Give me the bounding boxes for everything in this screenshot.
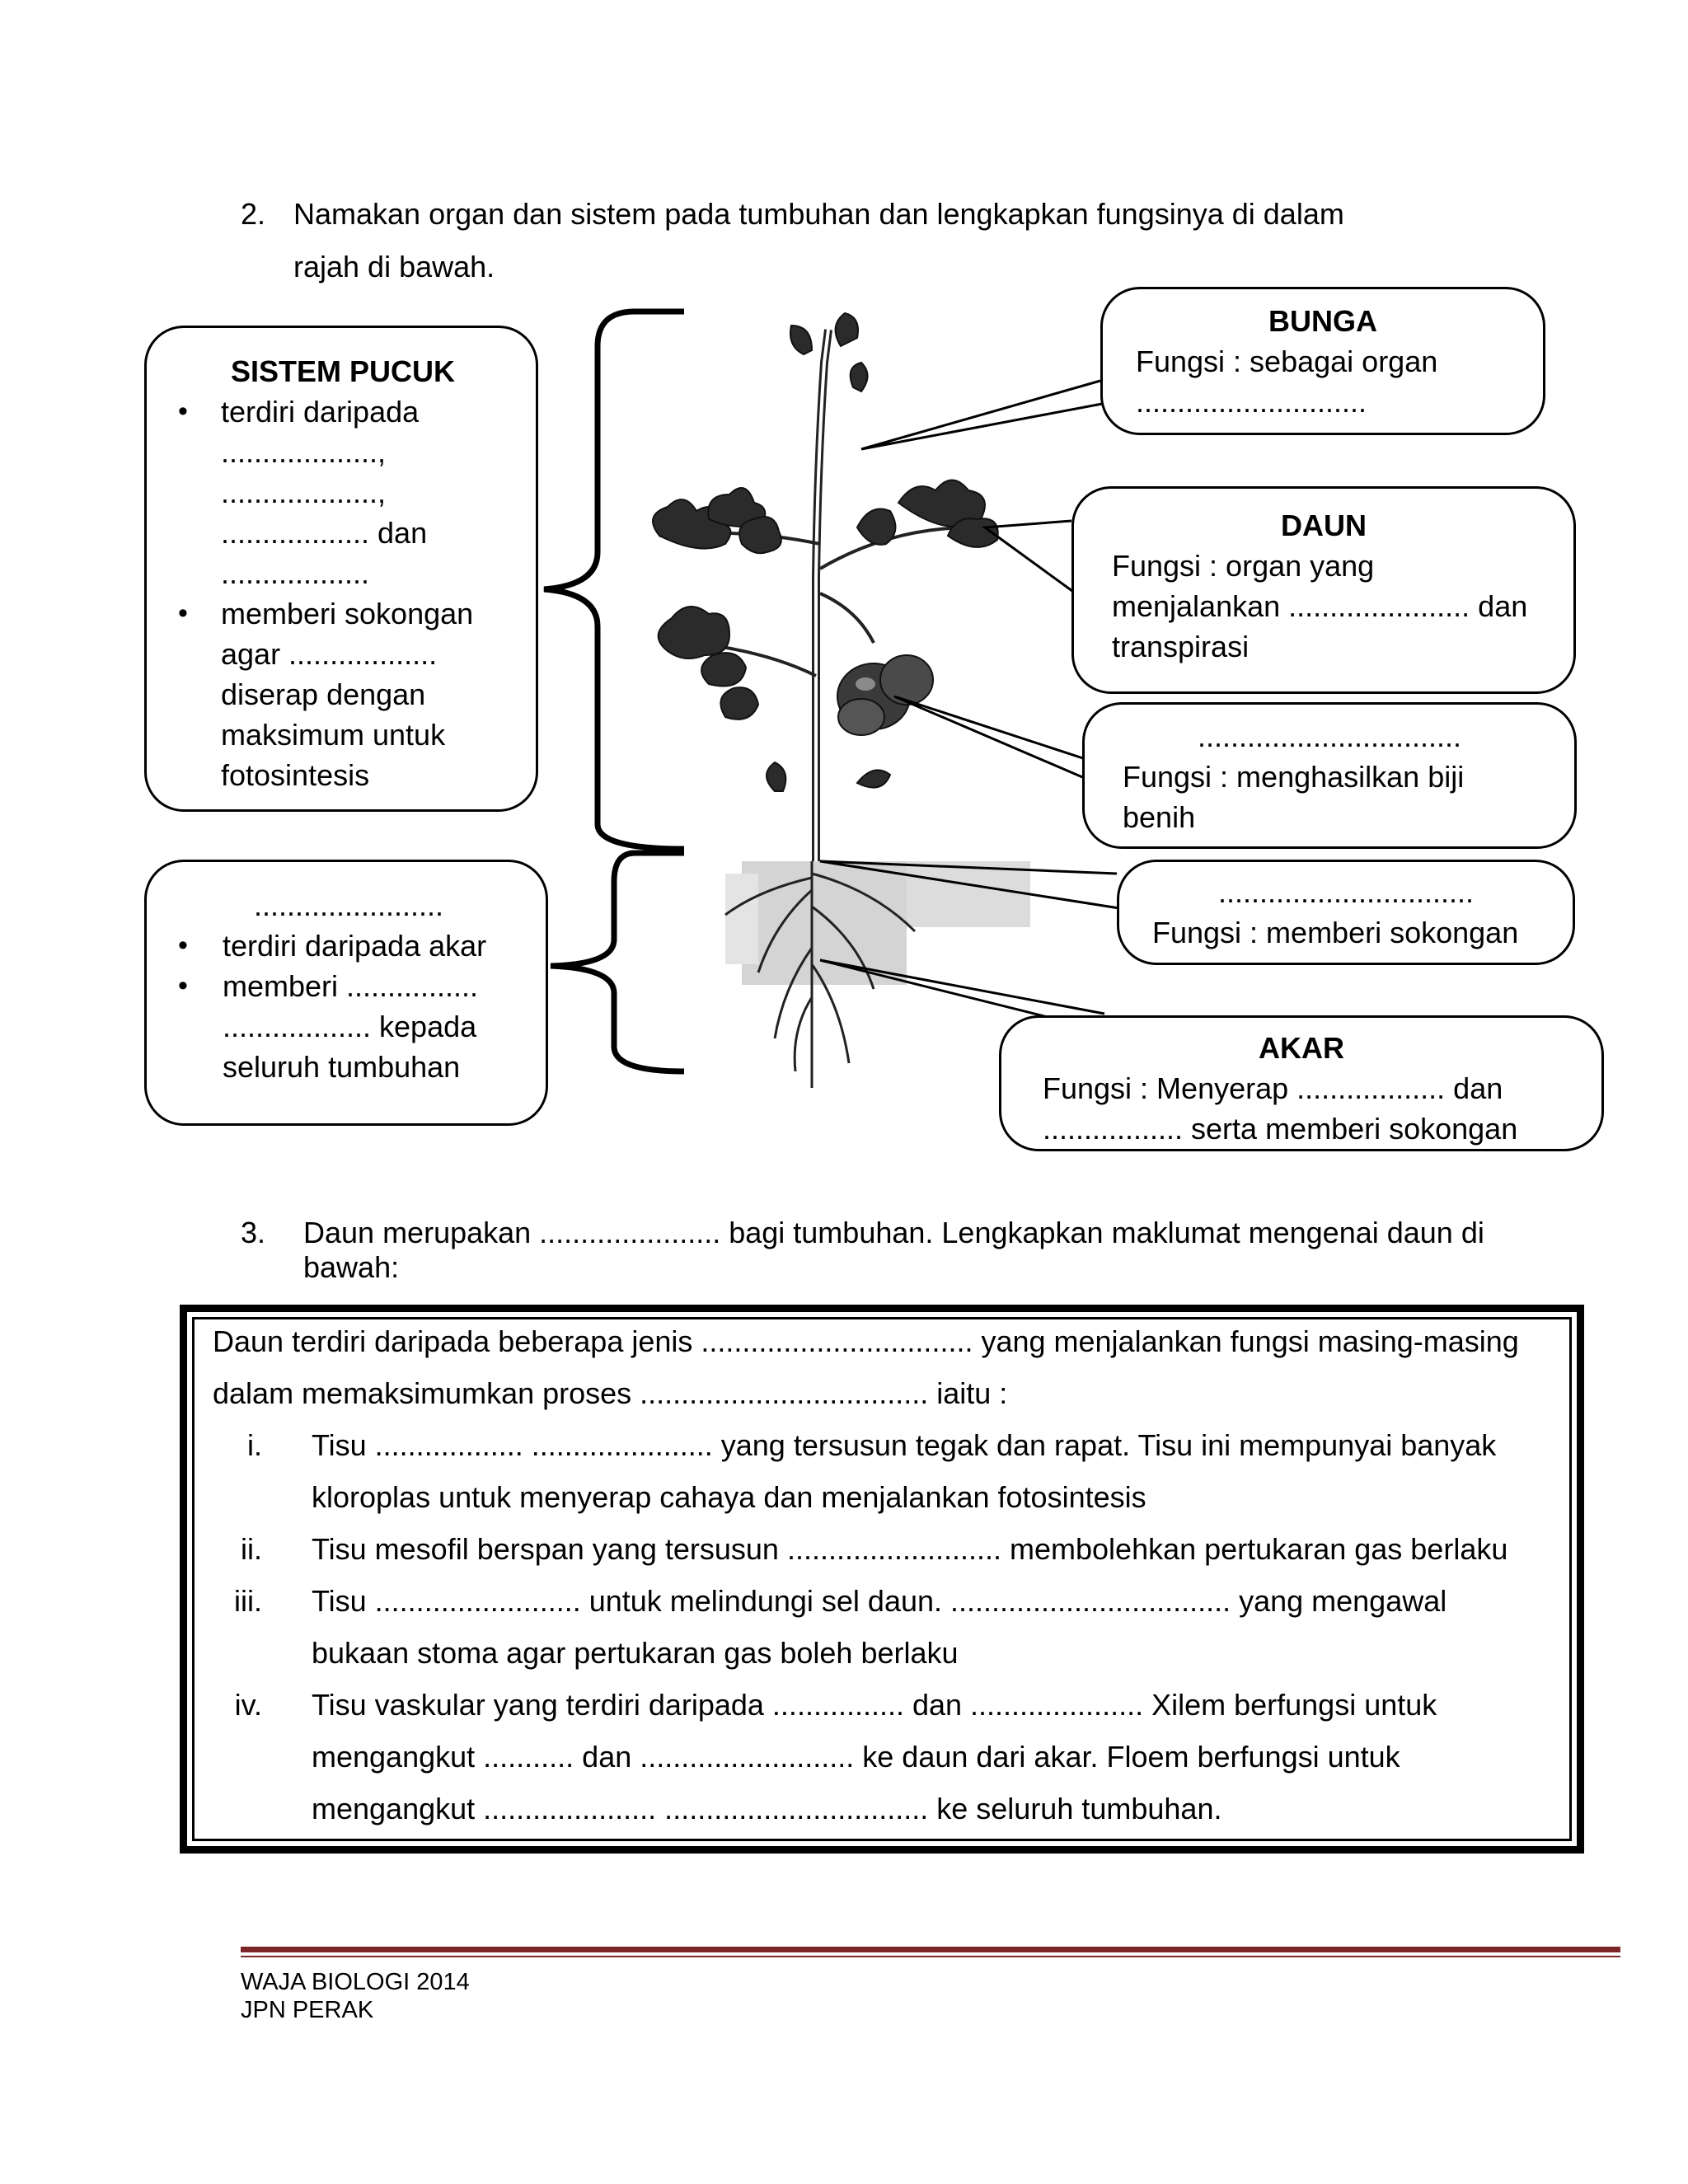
roots — [724, 861, 917, 1088]
leaf-function-line1: Fungsi : organ yang — [1112, 549, 1375, 583]
fruit-function-line1: Fungsi : menghasilkan biji — [1123, 760, 1465, 794]
leaf-box: DAUN Fungsi : organ yang menjalankan ...… — [1071, 486, 1576, 694]
root-bracket — [550, 850, 685, 1075]
shoot-system-title: SISTEM PUCUK — [231, 354, 456, 388]
footer-line2: JPN PERAK — [241, 1997, 374, 2023]
shoot-bullet-1: terdiri daripada ..................., ..… — [147, 391, 536, 593]
root-box: AKAR Fungsi : Menyerap .................… — [999, 1015, 1604, 1151]
root-function-line2: ................. serta memberi sokongan — [1043, 1112, 1518, 1146]
root-system-title: ....................... — [254, 888, 444, 922]
q2-text-line1: Namakan organ dan sistem pada tumbuhan d… — [293, 197, 1344, 231]
q3-text-line1: Daun merupakan ...................... ba… — [303, 1216, 1484, 1249]
q2-text-line2: rajah di bawah. — [293, 250, 495, 284]
leaf-info-frame-outer — [180, 1305, 1584, 1854]
leaf-function-line3: transpirasi — [1112, 630, 1250, 663]
flower-title: BUNGA — [1268, 304, 1377, 338]
shoot-system-box: SISTEM PUCUK terdiri daripada ..........… — [144, 326, 538, 812]
q3-number: 3. — [241, 1216, 266, 1249]
flower-box: BUNGA Fungsi : sebagai organ ...........… — [1100, 287, 1545, 435]
fruit-function-line2: benih — [1123, 800, 1196, 834]
soil-area — [725, 861, 1030, 985]
tomatoes — [837, 654, 934, 736]
q2-number: 2. — [241, 197, 266, 231]
fruit-box: ................................ Fungsi … — [1082, 702, 1577, 849]
shoot-bullet-2: memberi sokongan agar ..................… — [147, 593, 536, 795]
footer-line1: WAJA BIOLOGI 2014 — [241, 1969, 470, 1995]
leaf-function-line2: menjalankan ...................... dan — [1112, 589, 1528, 623]
leaf-title: DAUN — [1281, 509, 1367, 542]
flower-function-line1: Fungsi : sebagai organ — [1136, 344, 1438, 378]
leaves — [652, 312, 999, 792]
root-sys-bullet-1: terdiri daripada akar — [147, 926, 546, 966]
footer-rule-thin — [241, 1956, 1620, 1957]
root-system-box: ....................... terdiri daripada… — [144, 860, 548, 1126]
leaf-info-intro-line1: Daun terdiri daripada beberapa jenis ...… — [213, 1324, 1519, 1358]
q3-text-line2: bawah: — [303, 1250, 400, 1284]
footer-rule — [241, 1947, 1620, 1952]
pointer-lines — [819, 379, 1120, 1032]
flower-function-line2: ............................ — [1136, 385, 1367, 419]
root-function-line1: Fungsi : Menyerap .................. dan — [1043, 1071, 1503, 1105]
fruit-title: ................................ — [1197, 719, 1462, 753]
root-title: AKAR — [1259, 1031, 1344, 1065]
stem-title: ............................... — [1217, 875, 1475, 909]
shoot-bracket — [543, 308, 685, 852]
leaf-info-frame-inner — [192, 1317, 1572, 1841]
stem-box: ............................... Fungsi :… — [1117, 860, 1575, 965]
leaf-info-intro-line2: dalam memaksimumkan proses .............… — [213, 1376, 1008, 1410]
stem-function-line1: Fungsi : memberi sokongan — [1152, 916, 1519, 949]
root-sys-bullet-2: memberi ................ ...............… — [147, 966, 546, 1087]
